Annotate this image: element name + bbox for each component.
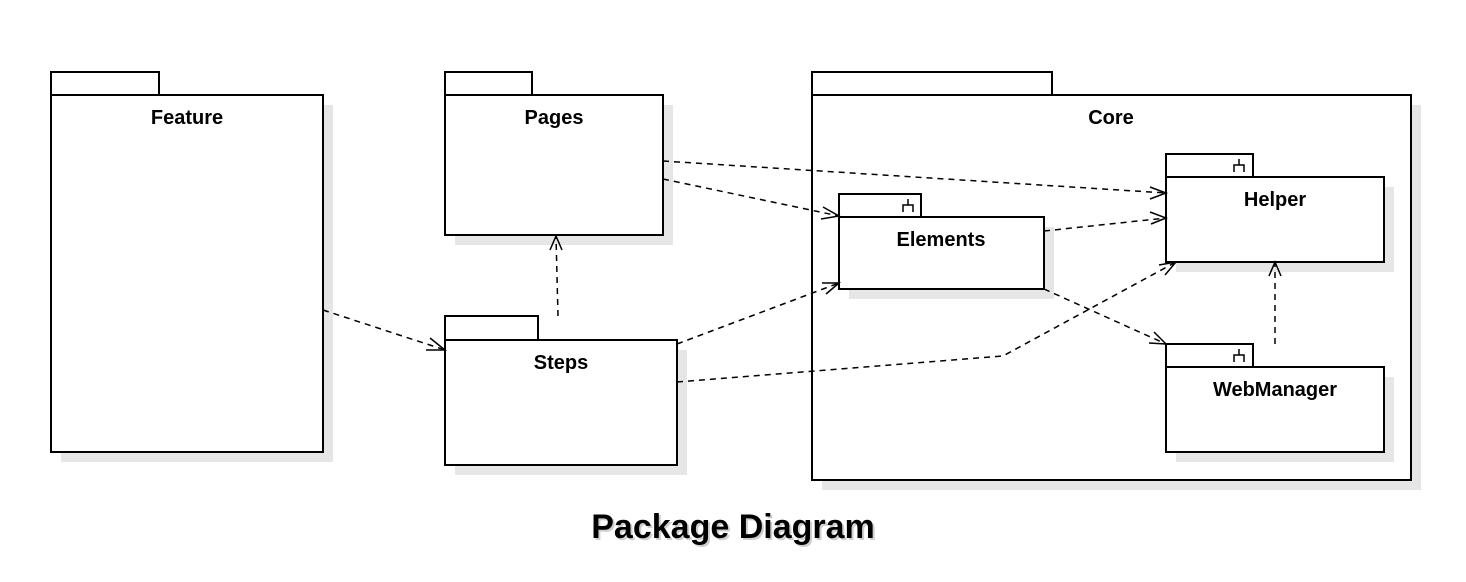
package-pages[interactable]: Pages [444,71,673,245]
package-feature[interactable]: Feature [50,71,333,462]
package-webmanager-label: WebManager [1213,379,1337,401]
package-helper[interactable]: Helper [1165,153,1394,272]
package-elements[interactable]: Elements [838,193,1054,299]
dependency-steps-to-pages [549,234,563,317]
package-webmanager[interactable]: WebManager [1165,343,1394,462]
dependency-elements-to-helper [1043,211,1169,232]
package-steps[interactable]: Steps [444,315,687,475]
dependency-elements-to-webmanager [1043,288,1168,345]
dependency-feature-to-steps [322,309,448,351]
dependency-steps-to-elements [676,282,842,345]
package-elements-label: Elements [897,229,986,251]
package-feature-label: Feature [151,107,223,129]
elements-component-icon [902,199,914,212]
dependency-steps-to-helper [676,260,1178,383]
package-core-label: Core [1088,107,1134,129]
dependency-pages-to-elements [662,178,842,220]
webmanager-component-icon [1233,349,1245,362]
package-pages-label: Pages [525,107,584,129]
diagram-caption: Package Diagram [591,508,875,546]
helper-component-icon [1233,159,1245,172]
package-steps-label: Steps [534,352,588,374]
dependency-pages-to-helper [662,160,1169,200]
dependency-webmanager-to-helper [1268,260,1282,344]
package-helper-label: Helper [1244,189,1306,211]
